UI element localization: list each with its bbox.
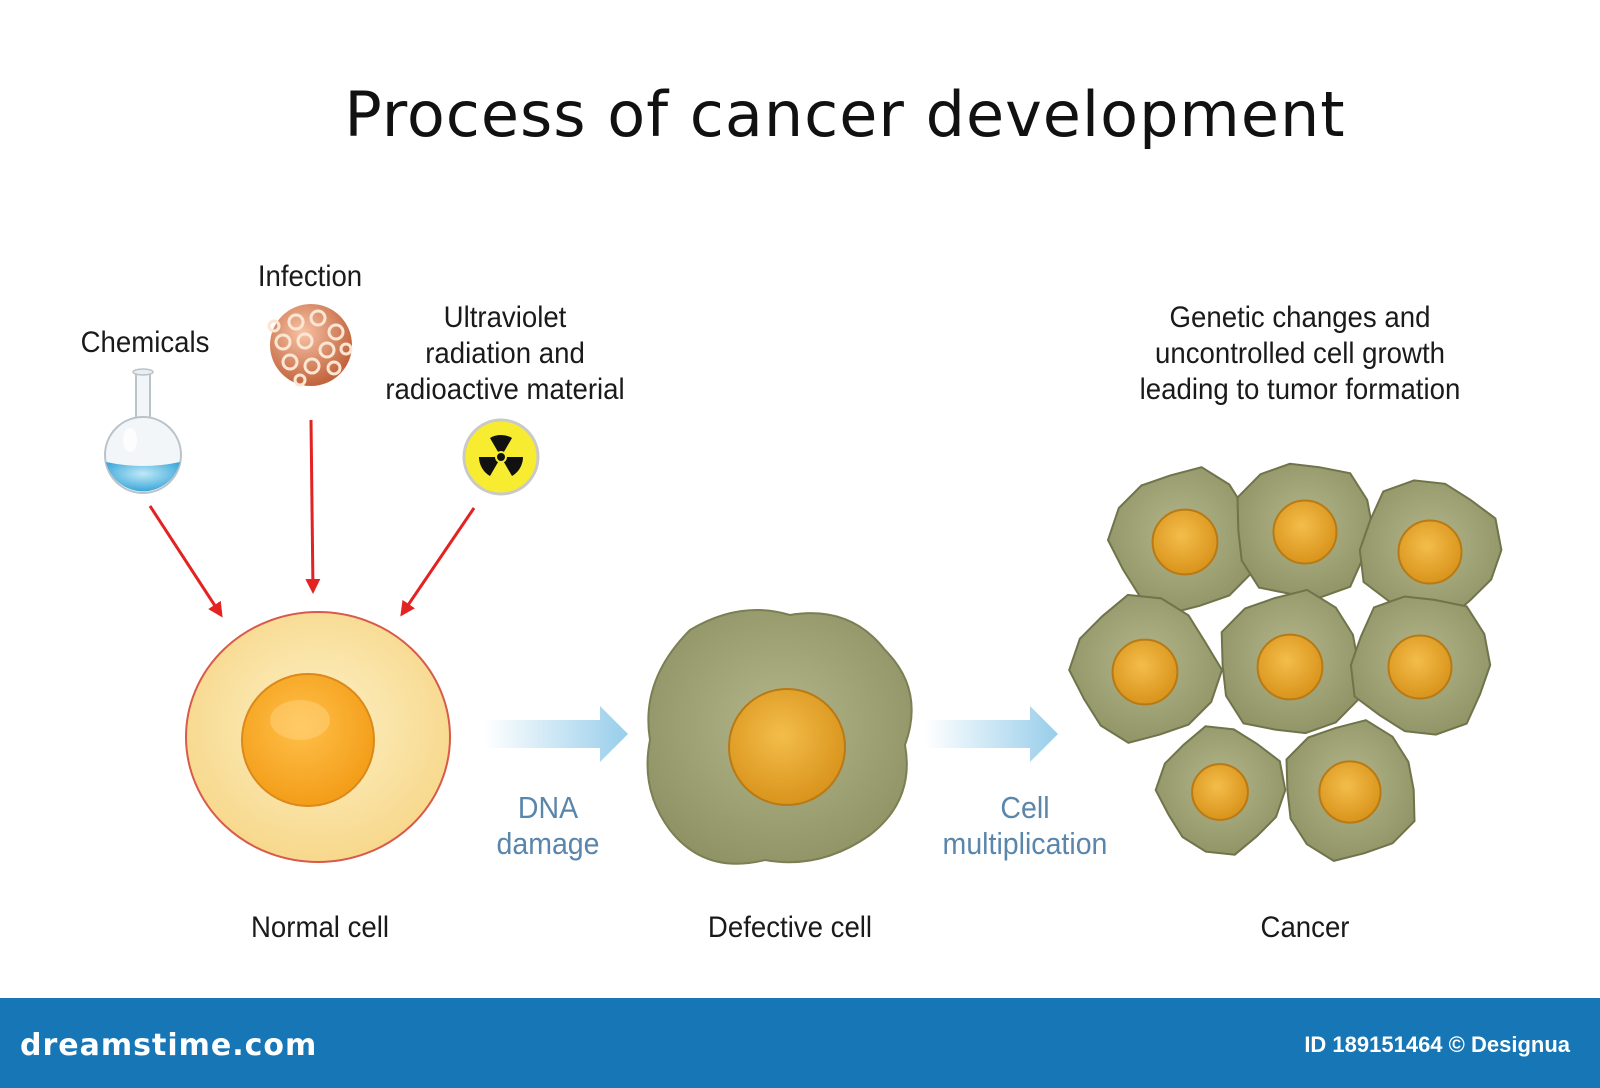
tumor-caption-line-3: leading to tumor formation [1139,373,1461,406]
normal-cell [185,611,451,863]
brand-logo: dreamstime.com [20,1028,318,1063]
radiation-arrow [400,507,476,617]
tumor-caption: Genetic changes and uncontrolled cell gr… [1125,300,1475,408]
image-credit: ID 189151464 © Designua [1304,1032,1570,1057]
cancer-cell-nucleus [1151,508,1219,576]
virus-icon [267,304,353,387]
tumor-caption-line-2: uncontrolled cell growth [1155,337,1445,370]
normal-cell-label: Normal cell [250,911,390,944]
cancer-cell-nucleus [1387,634,1453,700]
radiation-icon [462,418,540,496]
dna-damage-arrow [485,706,628,762]
dna-damage-label: DNA damage [474,790,621,862]
infection-arrow [305,419,321,594]
radiation-label: Ultraviolet radiation and radioactive ma… [372,300,639,408]
radiation-label-line-1: Ultraviolet [443,301,567,334]
tumor-caption-line-1: Genetic changes and [1169,301,1431,334]
multiplication-arrow [925,706,1058,762]
dna-damage-line-1: DNA [517,790,579,825]
page-title: Process of cancer development [344,78,1346,151]
footer-bar: dreamstime.com ID 189151464 © Designua [0,998,1600,1088]
cancer-cell-nucleus [1256,633,1324,701]
dna-damage-line-2: damage [496,826,600,861]
tumor-cluster [1068,462,1503,862]
cancer-cell-nucleus [1272,499,1338,565]
cancer-label: Cancer [1260,911,1350,944]
cancer-cell-nucleus [1111,638,1179,706]
chemicals-arrow [148,505,223,618]
multiplication-line-1: Cell [1000,790,1050,825]
cancer-cell-nucleus [1397,519,1463,585]
multiplication-line-2: multiplication [942,826,1108,861]
radiation-label-line-2: radiation and [425,337,585,370]
cancer-cell-nucleus [1191,763,1249,821]
radiation-label-line-3: radioactive material [385,373,625,406]
cancer-cell-nucleus [1318,760,1382,824]
chemicals-label: Chemicals [80,326,210,359]
infection-label: Infection [257,260,363,293]
cause-arrows [148,419,476,618]
defective-cell-label: Defective cell [707,911,873,944]
multiplication-label: Cell multiplication [933,790,1117,862]
defective-cell [646,609,913,865]
diagram-canvas [104,304,1503,865]
flask-icon [104,368,182,494]
